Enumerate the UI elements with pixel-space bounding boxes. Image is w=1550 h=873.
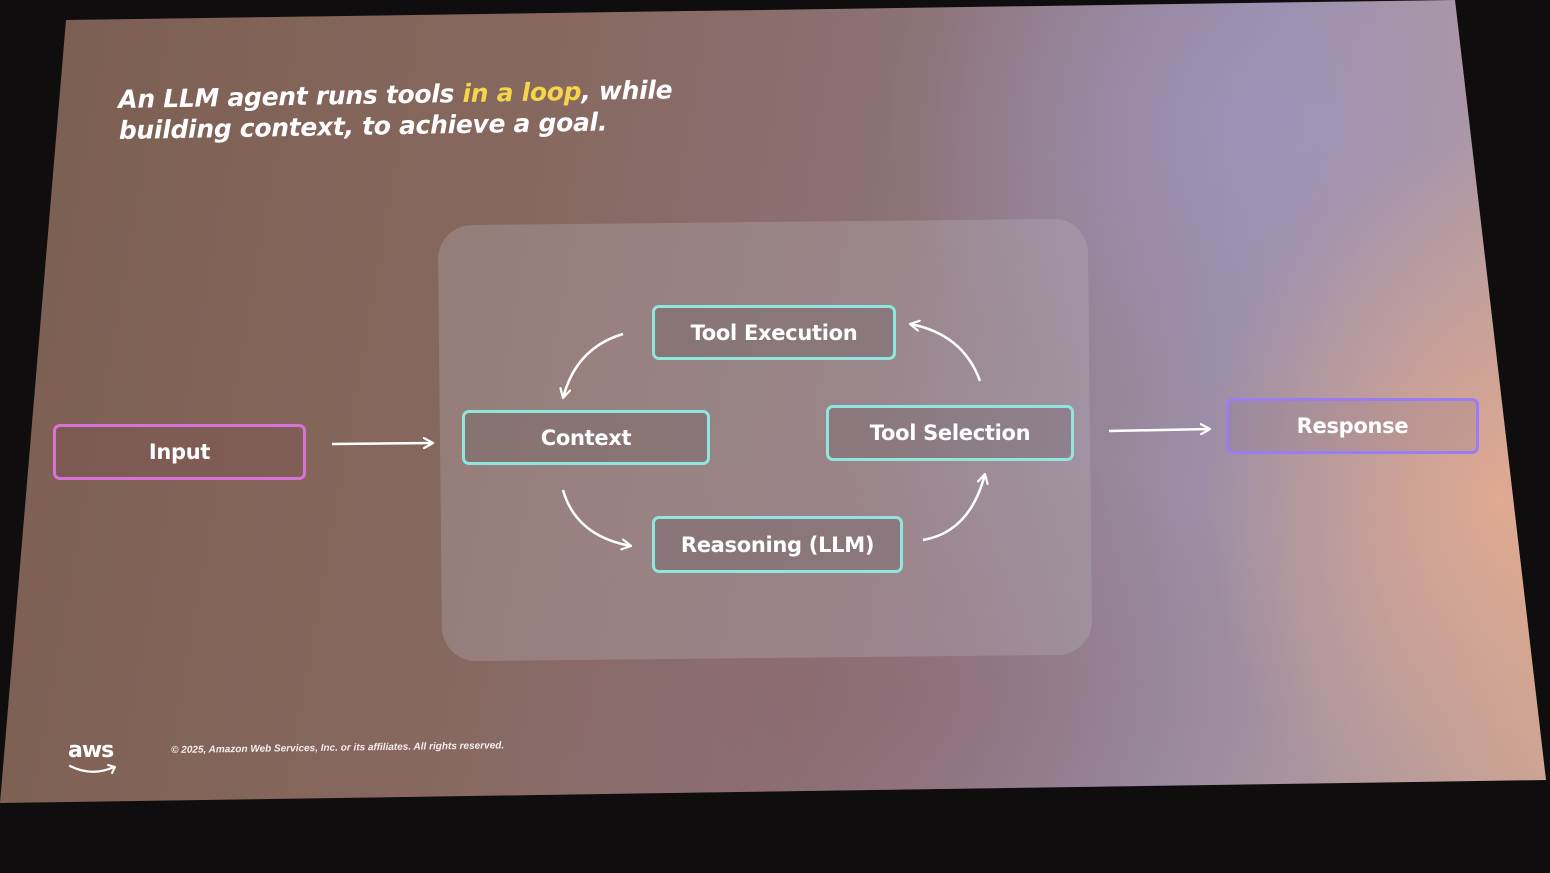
- aws-smile-icon: [68, 764, 116, 774]
- input-label: Input: [148, 440, 211, 464]
- title-highlight: in a loop: [462, 76, 582, 108]
- aws-logo-text: aws: [68, 738, 114, 763]
- aws-logo: aws: [68, 740, 124, 780]
- reasoning-label: Reasoning (LLM): [680, 532, 875, 557]
- tool-selection-label: Tool Selection: [869, 421, 1031, 445]
- title-part-1: An LLM agent runs tools: [118, 78, 463, 114]
- response-node: Response: [1226, 398, 1479, 454]
- context-label: Context: [540, 425, 632, 450]
- reasoning-node: Reasoning (LLM): [652, 516, 903, 573]
- slide-title: An LLM agent runs tools in a loop, while…: [118, 73, 739, 146]
- copyright-notice: © 2025, Amazon Web Services, Inc. or its…: [171, 740, 505, 756]
- tool-selection-node: Tool Selection: [826, 405, 1074, 461]
- tool-execution-label: Tool Execution: [690, 320, 858, 345]
- context-node: Context: [462, 410, 710, 465]
- response-label: Response: [1296, 414, 1409, 438]
- loop-to-response-arrow: [1108, 429, 1210, 431]
- tool-execution-node: Tool Execution: [652, 305, 896, 360]
- input-node: Input: [53, 424, 306, 480]
- input-to-loop-arrow: [331, 443, 433, 444]
